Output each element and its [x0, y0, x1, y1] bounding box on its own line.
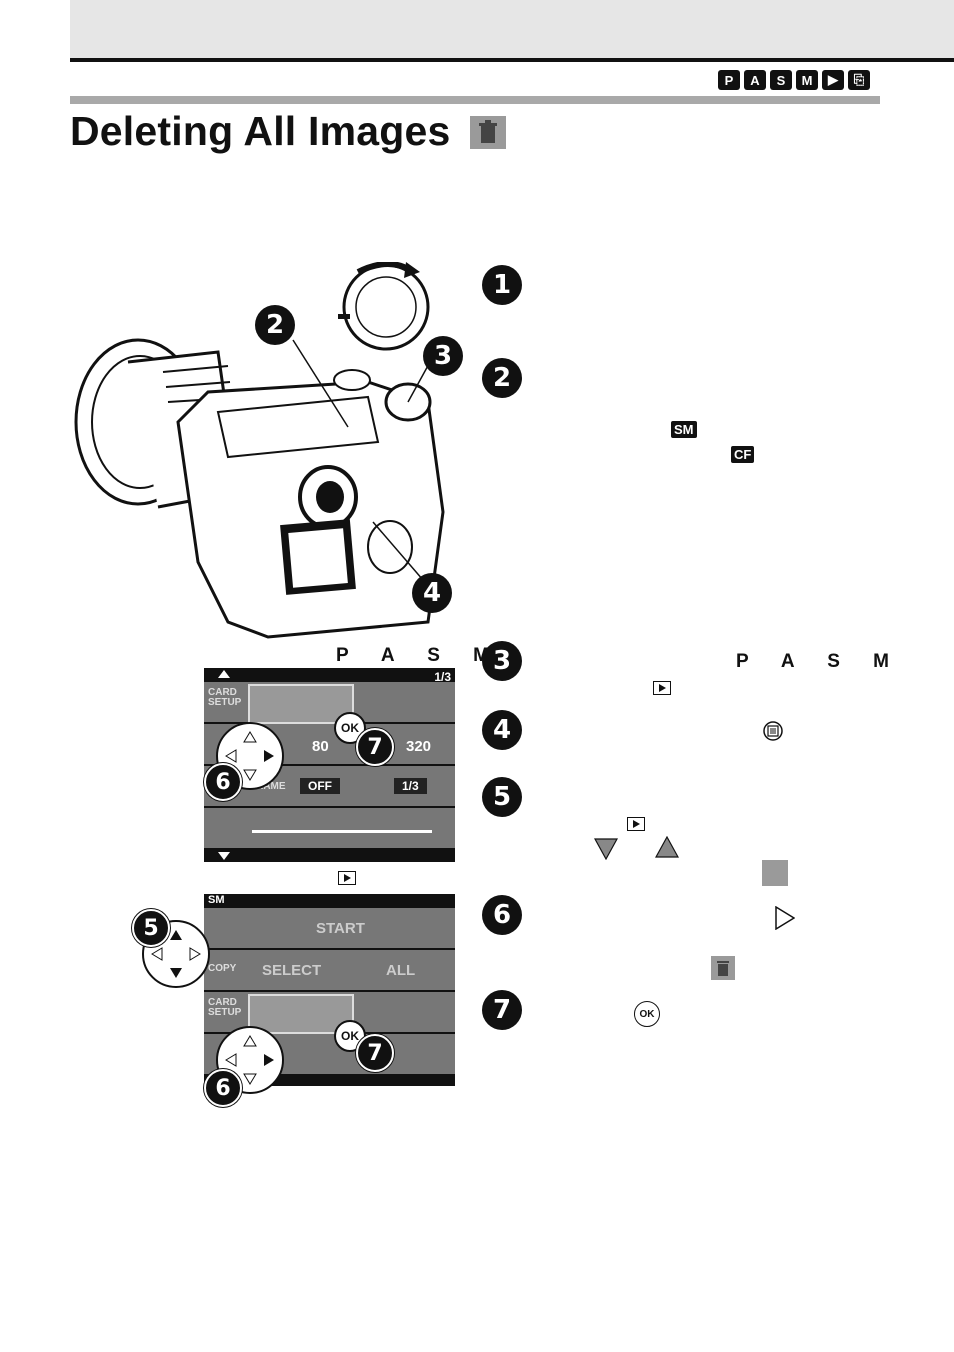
mode-play-icon: ▶ — [822, 70, 844, 90]
down-arrow-icon — [593, 838, 619, 865]
section-rule — [70, 96, 880, 104]
exposure-row — [204, 808, 455, 848]
header-band — [70, 0, 954, 58]
step-4-number: 4 — [482, 710, 522, 750]
step-7-number: 7 — [482, 990, 522, 1030]
menu-button-icon — [763, 721, 783, 741]
callout-5: 5 — [132, 909, 170, 947]
page-counter: 1/3 — [434, 670, 451, 684]
cf-badge: CF — [731, 446, 755, 463]
mode-p-icon: P — [718, 70, 740, 90]
callout-6b: 6 — [204, 1069, 242, 1107]
mode-a-icon: A — [744, 70, 766, 90]
frame-value: OFF — [300, 778, 340, 794]
header-rule — [70, 58, 954, 62]
ok-button-icon: OK — [634, 1001, 660, 1027]
all-label: ALL — [386, 962, 416, 979]
copy-row — [204, 950, 455, 990]
step-2-number: 2 — [482, 358, 522, 398]
copy-label: COPY — [208, 963, 237, 974]
play-icon — [338, 871, 356, 885]
camera-illustration — [68, 261, 468, 647]
right-arrow-icon — [775, 905, 796, 935]
mode-m-icon: M — [796, 70, 818, 90]
callout-7a: 7 — [356, 728, 394, 766]
card-setup-icon — [762, 860, 788, 886]
iso-80: 80 — [312, 738, 329, 755]
mode-icon-strip: P A S M ▶ ⎘ — [718, 70, 870, 90]
callout-2: 2 — [255, 305, 295, 345]
exposure-scale — [252, 830, 432, 833]
step-1-number: 1 — [482, 265, 522, 305]
step-6-number: 6 — [482, 895, 522, 935]
pasm-label-left: P A S M — [336, 645, 503, 666]
callout-6a: 6 — [204, 763, 242, 801]
start-row — [204, 908, 455, 948]
card-setup-label: CARD SETUP — [208, 687, 242, 708]
pasm-label: P A S M — [736, 651, 903, 672]
mode-s-icon: S — [770, 70, 792, 90]
delete-all-icon-small — [711, 956, 735, 980]
delete-all-icon — [470, 116, 506, 149]
callout-7b: 7 — [356, 1034, 394, 1072]
select-label: SELECT — [262, 962, 322, 979]
play-icon-step5 — [627, 817, 645, 831]
sm-badge: SM — [671, 421, 697, 438]
arrow-pad-6b — [216, 1026, 284, 1094]
start-label: START — [316, 920, 365, 937]
frame-right-value: 1/3 — [394, 778, 427, 794]
step-3-number: 3 — [482, 641, 522, 681]
callout-4: 4 — [412, 573, 452, 613]
card-setup-label-2: CARD SETUP — [208, 997, 242, 1018]
play-icon-step3 — [653, 681, 671, 695]
page-title: Deleting All Images — [70, 108, 451, 154]
step-5-number: 5 — [482, 777, 522, 817]
callout-3: 3 — [423, 336, 463, 376]
up-arrow-icon — [654, 835, 680, 863]
mode-pc-icon: ⎘ — [848, 70, 870, 90]
iso-320: 320 — [406, 738, 432, 755]
sm-tab: SM — [208, 894, 225, 906]
